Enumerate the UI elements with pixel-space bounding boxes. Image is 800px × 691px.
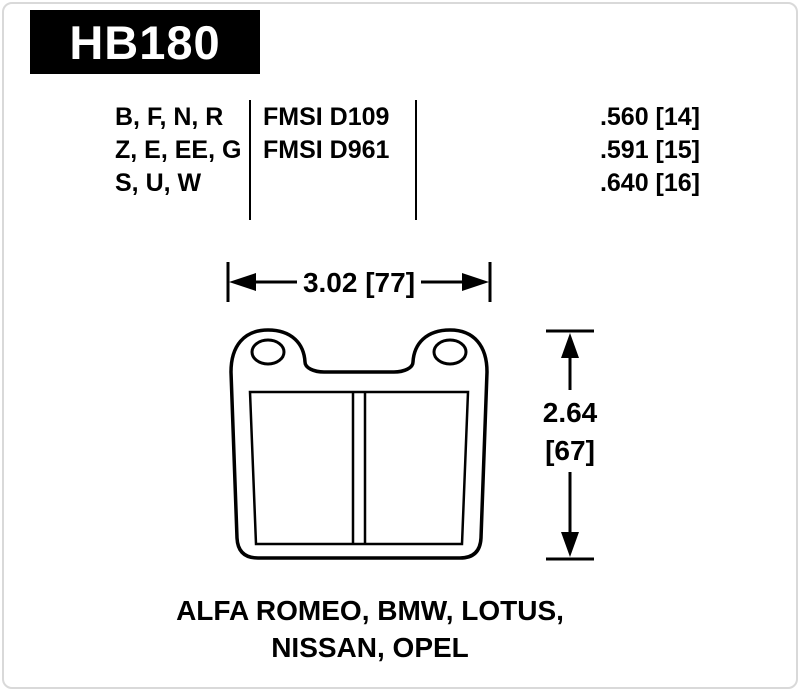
table-row: S, U, W .640 [16] [0, 167, 800, 200]
right-arrow-icon [462, 273, 489, 291]
table-row: B, F, N, R FMSI D109 .560 [14] [0, 101, 800, 134]
compound-codes: Z, E, EE, G [115, 136, 242, 164]
down-arrow-icon [561, 532, 579, 557]
compound-codes: S, U, W [115, 169, 202, 197]
width-dimension [226, 262, 492, 302]
vehicle-applications: ALFA ROMEO, BMW, LOTUS, NISSAN, OPEL [0, 592, 740, 666]
pad-backing-plate-outline [229, 328, 489, 560]
fmsi-number: FMSI D961 [263, 136, 390, 164]
applications-line-2: NISSAN, OPEL [271, 632, 469, 663]
pad-thickness: .560 [14] [599, 103, 700, 131]
left-arrow-icon [229, 273, 256, 291]
table-column-divider [249, 100, 251, 220]
up-arrow-icon [561, 333, 579, 358]
friction-material-outline [248, 390, 470, 546]
pad-thickness: .591 [15] [599, 136, 700, 164]
height-dimension-mm: [67] [545, 435, 595, 466]
height-dimension-inches: 2.64 [543, 397, 598, 428]
table-row: Z, E, EE, G FMSI D961 .591 [15] [0, 134, 800, 167]
height-dimension [546, 329, 594, 561]
brake-pad-technical-drawing: 3.02 [77] 2.64 [67] [226, 262, 598, 561]
pad-outline-group [229, 328, 489, 560]
compound-codes: B, F, N, R [115, 103, 224, 131]
width-dimension-label: 3.02 [77] [303, 267, 415, 298]
left-mounting-hole [250, 338, 286, 366]
pad-thickness: .640 [16] [599, 169, 700, 197]
table-column-divider [415, 100, 417, 220]
part-number: HB180 [69, 15, 221, 69]
applications-line-1: ALFA ROMEO, BMW, LOTUS, [176, 595, 564, 626]
fmsi-number: FMSI D109 [263, 103, 390, 131]
right-mounting-hole [432, 338, 468, 366]
part-number-box: HB180 [30, 10, 260, 74]
